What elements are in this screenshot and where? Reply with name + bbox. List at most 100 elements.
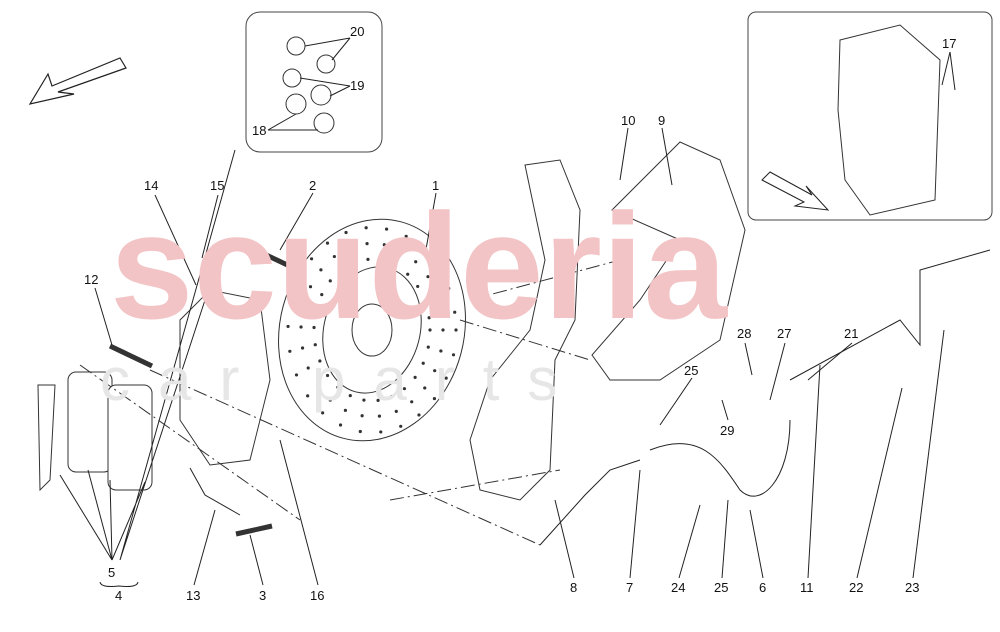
- label-3[interactable]: 3: [259, 588, 266, 603]
- drill-hole: [309, 257, 314, 261]
- label-9[interactable]: 9: [658, 113, 665, 128]
- drill-hole: [366, 257, 370, 262]
- drill-hole: [427, 316, 431, 320]
- drill-hole: [390, 394, 394, 399]
- label-27[interactable]: 27: [777, 326, 791, 341]
- seals-inset-box: [245, 11, 383, 153]
- drill-hole: [414, 260, 418, 264]
- drill-hole: [320, 293, 324, 297]
- drill-hole: [325, 373, 330, 378]
- direction-arrow-icon: [28, 57, 127, 105]
- brake-caliper: [179, 289, 271, 466]
- label-18[interactable]: 18: [252, 123, 266, 138]
- drill-hole: [348, 246, 352, 250]
- brake-pipe-11: [789, 249, 991, 381]
- label-2[interactable]: 2: [309, 178, 316, 193]
- drill-hole: [288, 349, 292, 353]
- assembly-axis-lines: [79, 259, 621, 546]
- drill-hole: [416, 284, 420, 289]
- drill-hole: [306, 394, 310, 398]
- drill-hole: [300, 346, 305, 350]
- label-5[interactable]: 5: [108, 565, 115, 580]
- drill-hole: [316, 384, 320, 388]
- drill-hole: [313, 343, 317, 347]
- drill-hole: [399, 249, 403, 253]
- drill-hole: [294, 373, 299, 377]
- drill-hole: [394, 409, 398, 413]
- drill-hole: [362, 398, 366, 402]
- drill-hole: [432, 396, 437, 401]
- drill-hole: [404, 234, 408, 238]
- drill-hole: [338, 423, 343, 427]
- bolt-2: [260, 250, 300, 273]
- label-10[interactable]: 10: [621, 113, 635, 128]
- drill-hole: [297, 277, 301, 281]
- bolt-3: [235, 523, 273, 537]
- drill-hole: [426, 345, 430, 349]
- pad-spring: [37, 384, 56, 492]
- drill-hole: [306, 366, 310, 370]
- label-25-lower[interactable]: 25: [714, 580, 728, 595]
- label-6[interactable]: 6: [759, 580, 766, 595]
- label-16[interactable]: 16: [310, 588, 324, 603]
- drill-hole: [444, 376, 448, 380]
- drill-hole: [336, 385, 340, 389]
- label-4[interactable]: 4: [115, 588, 122, 603]
- drill-hole: [384, 227, 389, 231]
- drill-hole: [332, 254, 336, 259]
- label-29[interactable]: 29: [720, 423, 734, 438]
- label-19[interactable]: 19: [350, 78, 364, 93]
- label-11[interactable]: 11: [800, 580, 814, 595]
- drill-hole: [289, 300, 293, 304]
- drill-hole: [344, 230, 348, 235]
- drill-hole: [299, 325, 303, 329]
- brake-pipe-13: [189, 467, 241, 516]
- brake-disc: [278, 218, 466, 442]
- drill-hole: [348, 394, 352, 398]
- drill-hole: [406, 272, 410, 276]
- drill-hole: [440, 313, 444, 317]
- label-8[interactable]: 8: [570, 580, 577, 595]
- drill-hole: [439, 349, 443, 353]
- label-17[interactable]: 17: [942, 36, 956, 51]
- drill-hole: [413, 375, 417, 379]
- steering-knuckle: [469, 159, 581, 501]
- drill-hole: [422, 247, 426, 251]
- drill-hole: [364, 226, 368, 230]
- drill-hole: [302, 304, 306, 308]
- drill-hole: [454, 328, 458, 332]
- drill-hole: [379, 430, 383, 434]
- label-25-upper[interactable]: 25: [684, 363, 698, 378]
- drill-hole: [441, 328, 445, 332]
- drill-hole: [319, 268, 323, 272]
- drill-hole: [423, 299, 427, 303]
- watermark-car-parts: car parts: [100, 346, 585, 413]
- drill-hole: [339, 268, 343, 272]
- label-15[interactable]: 15: [210, 178, 224, 193]
- drill-hole: [453, 310, 457, 314]
- drill-hole: [314, 308, 318, 313]
- label-12[interactable]: 12: [84, 272, 98, 287]
- brake-hose-6: [649, 419, 791, 497]
- label-14[interactable]: 14: [144, 178, 158, 193]
- label-1[interactable]: 1: [432, 178, 439, 193]
- bracket-4: [99, 581, 139, 587]
- drill-hole: [428, 328, 432, 332]
- label-20[interactable]: 20: [350, 24, 364, 39]
- inset-direction-arrow-icon: [761, 171, 830, 211]
- drill-hole: [423, 386, 427, 390]
- label-28[interactable]: 28: [737, 326, 751, 341]
- drill-hole: [382, 243, 386, 247]
- drill-hole: [436, 265, 440, 269]
- label-22[interactable]: 22: [849, 580, 863, 595]
- drill-hole: [435, 293, 439, 297]
- label-23[interactable]: 23: [905, 580, 919, 595]
- bolt-12: [108, 343, 154, 369]
- label-13[interactable]: 13: [186, 588, 200, 603]
- watermark-scuderia: scuderia: [110, 182, 729, 350]
- drill-hole: [426, 275, 430, 279]
- label-24[interactable]: 24: [671, 580, 685, 595]
- label-21[interactable]: 21: [844, 326, 858, 341]
- label-7[interactable]: 7: [626, 580, 633, 595]
- drill-hole: [377, 414, 382, 418]
